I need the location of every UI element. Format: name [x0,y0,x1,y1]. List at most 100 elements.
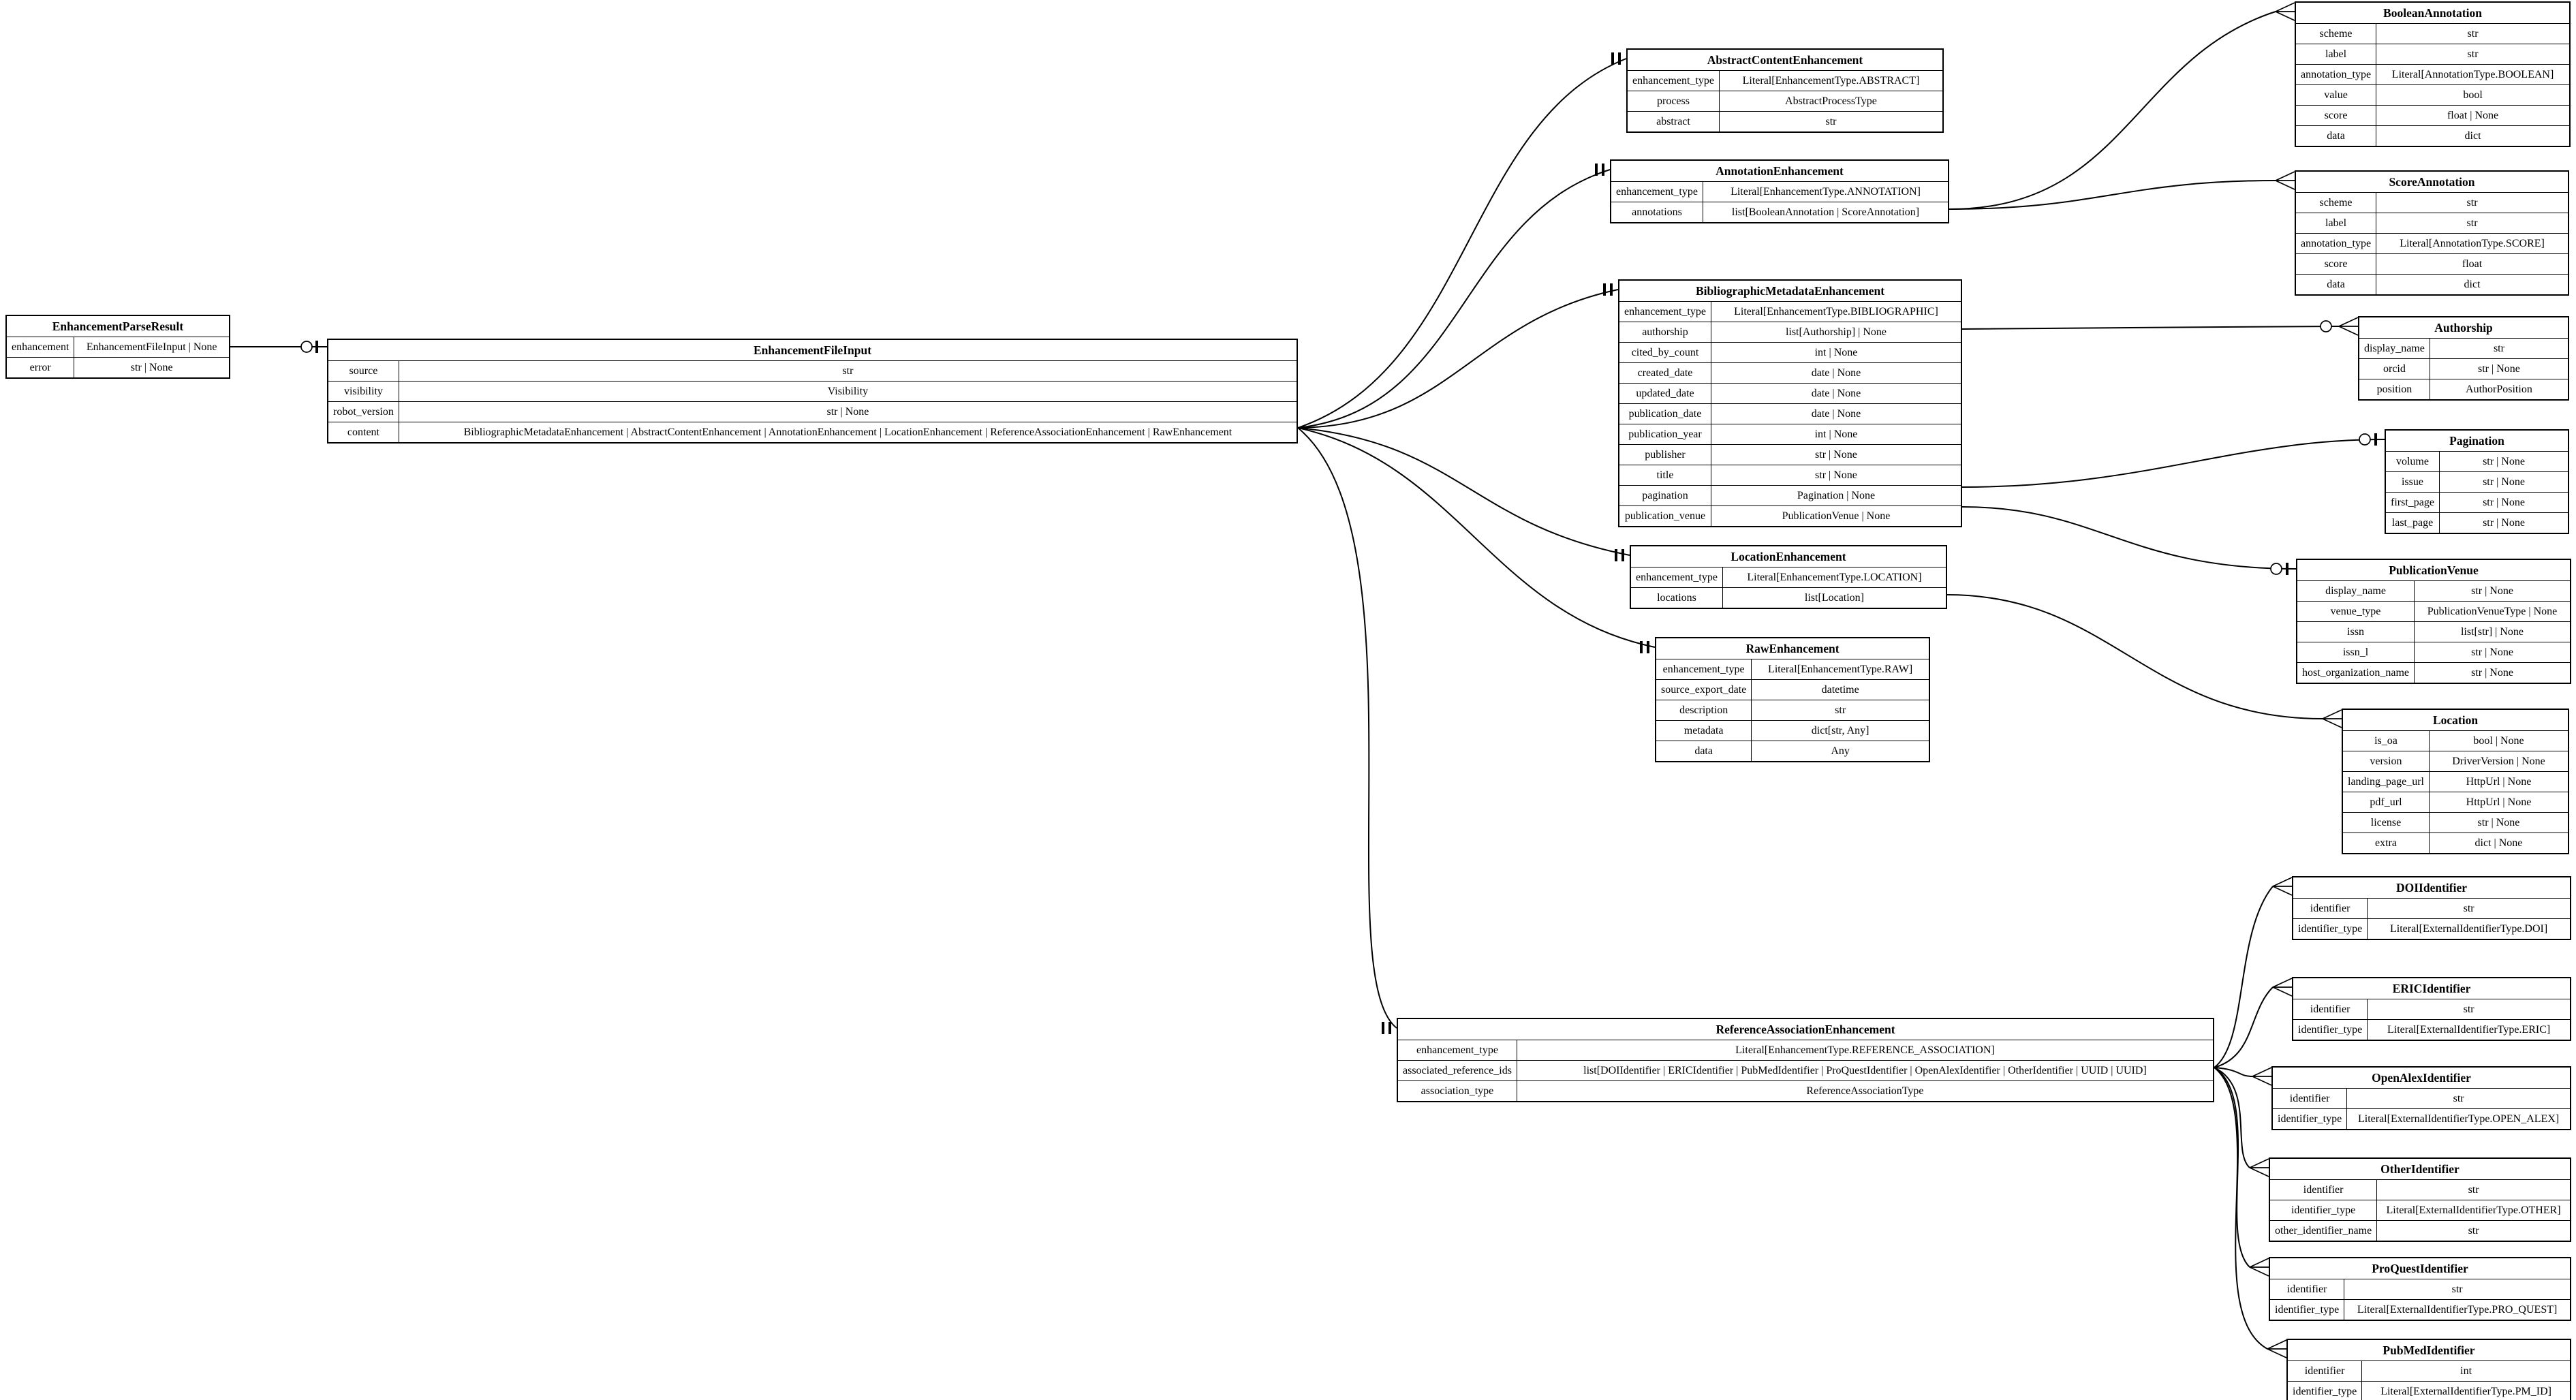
field-type: int [2361,1360,2571,1382]
field-type: AuthorPosition [2429,379,2569,401]
field-name: publication_date [1618,403,1711,424]
field-name: associated_reference_ids [1397,1060,1517,1081]
field-name: venue_type [2296,601,2415,622]
crow-foot-pubmed [2267,1339,2287,1358]
field-name: publication_year [1618,424,1711,445]
field-type: Literal[EnhancementType.RAW] [1751,659,1930,680]
entity-title: DOIIdentifier [2292,876,2571,899]
field-type: str | None [2428,812,2569,833]
edge-authorship [1961,326,2340,330]
field-name: enhancement_type [1626,70,1720,91]
edge-content-abstract [1297,58,1627,429]
entity-title: AbstractContentEnhancement [1626,48,1944,71]
field-name: metadata [1655,720,1752,741]
field-type: Literal[EnhancementType.ABSTRACT] [1718,70,1944,91]
field-type: str [2376,23,2571,44]
field-type: str | None [2438,512,2569,534]
field-type: str [2376,44,2571,65]
edge-annotations-score [1949,180,2276,210]
field-type: str [2376,1179,2571,1200]
entity-title: ERICIdentifier [2292,977,2571,999]
field-name: score [2295,105,2377,126]
entity-title: RawEnhancement [1655,637,1930,659]
entity-title: OtherIdentifier [2269,1157,2571,1180]
field-name: cited_by_count [1618,342,1711,363]
crow-foot-score [2275,171,2295,190]
field-type: AbstractProcessType [1718,91,1944,112]
field-type: list[DOIIdentifier | ERICIdentifier | Pu… [1516,1060,2214,1081]
field-type: dict [2376,125,2571,147]
entity-title: ProQuestIdentifier [2269,1257,2571,1279]
field-type: str [2367,898,2571,919]
edge-refids-other [2214,1067,2250,1168]
field-name: annotations [1610,202,1703,223]
field-type: list[str] | None [2414,621,2571,642]
field-name: pagination [1618,485,1711,506]
field-name: description [1655,700,1752,721]
field-type: EnhancementFileInput | None [74,337,230,358]
entity-title: Location [2342,709,2569,731]
field-name: identifier [2292,999,2368,1020]
field-name: label [2295,213,2377,234]
field-type: HttpUrl | None [2428,771,2569,792]
field-type: date | None [1710,362,1962,384]
field-name: identifier_type [2269,1200,2378,1221]
field-name: identifier_type [2269,1299,2345,1321]
field-type: dict [2376,274,2569,296]
field-type: str | None [2438,492,2569,513]
field-name: annotation_type [2295,64,2377,85]
field-type: Visibility [398,381,1298,402]
field-type: bool [2376,84,2571,106]
field-type: float [2376,253,2569,275]
field-name: enhancement [5,337,75,358]
field-name: position [2358,379,2430,401]
entity-title: AnnotationEnhancement [1610,159,1949,182]
one-one-marker-bibliographic [1603,283,1613,296]
field-name: display_name [2296,580,2415,602]
crow-foot-authorship [2338,317,2359,336]
field-name: landing_page_url [2342,771,2430,792]
edge-refids-openalex [2214,1067,2253,1077]
field-type: datetime [1751,679,1930,700]
field-name: enhancement_type [1610,181,1703,202]
field-name: scheme [2295,23,2377,44]
entity-title: Pagination [2385,429,2569,452]
field-type: str [2429,338,2569,359]
field-type: Literal[ExternalIdentifierType.PRO_QUEST… [2344,1299,2571,1321]
field-name: version [2342,751,2430,772]
field-name: identifier_type [2292,918,2368,940]
field-name: source [327,360,399,382]
field-type: Literal[ExternalIdentifierType.DOI] [2367,918,2571,940]
zero-circle-fileinput [300,341,313,353]
field-type: str | None [2438,471,2569,493]
